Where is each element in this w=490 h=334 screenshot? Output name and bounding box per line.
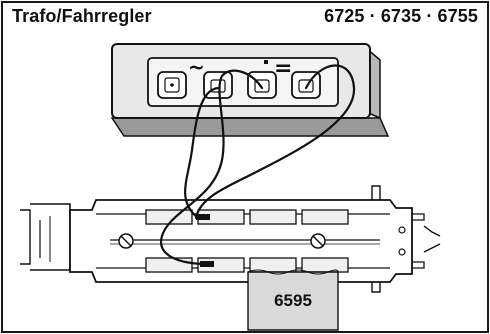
plus-marker bbox=[264, 60, 268, 64]
wire bbox=[159, 64, 356, 266]
ac-symbol: ~ bbox=[188, 55, 205, 79]
dc-symbol: = bbox=[274, 56, 292, 81]
screw-icon bbox=[118, 233, 134, 249]
socket-icon bbox=[157, 71, 187, 99]
screw-icon bbox=[310, 233, 326, 249]
transformer-base bbox=[110, 117, 390, 137]
plug-icon bbox=[200, 261, 214, 267]
page-title: Trafo/Fahrregler bbox=[12, 6, 152, 26]
transformer-icon: ~ = bbox=[110, 43, 390, 137]
plug-icon bbox=[196, 214, 210, 220]
socket-icon bbox=[247, 71, 277, 99]
socket-panel bbox=[147, 57, 339, 107]
cable-number-label: 6595 bbox=[274, 291, 312, 310]
cable-label-wave bbox=[247, 269, 339, 275]
locomotive-chassis-icon bbox=[20, 185, 441, 293]
model-numbers: 6725 · 6735 · 6755 bbox=[324, 6, 478, 26]
